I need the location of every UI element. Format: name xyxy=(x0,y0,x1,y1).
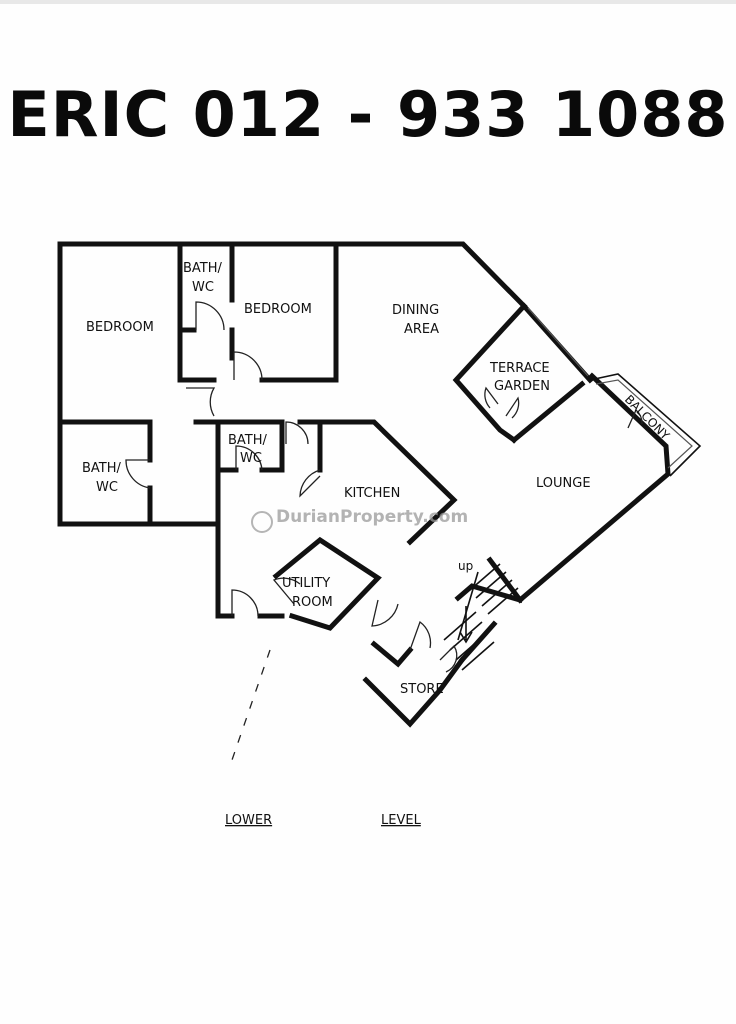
label-bath-left-1: BATH/ xyxy=(82,461,122,476)
top-border xyxy=(0,0,736,4)
label-dining-2: AREA xyxy=(404,322,439,337)
label-utility-2: ROOM xyxy=(292,595,333,610)
watermark: DurianProperty.com xyxy=(251,507,468,533)
caption-level: LEVEL xyxy=(381,813,422,828)
balcony-railing xyxy=(527,307,702,477)
kitchen-walls xyxy=(297,419,458,546)
store-walls xyxy=(362,583,524,728)
door-swings xyxy=(125,301,643,673)
label-bath-left-2: WC xyxy=(96,480,118,495)
label-terrace-1: TERRACE xyxy=(489,361,550,376)
watermark-text: DurianProperty.com xyxy=(276,507,468,527)
mid-bath-walls xyxy=(193,419,285,619)
label-bedroom-middle: BEDROOM xyxy=(244,302,312,317)
label-bedroom-left: BEDROOM xyxy=(86,320,154,335)
contact-headline: ERIC 012 - 933 1088 xyxy=(7,78,729,151)
label-bath-top-2: WC xyxy=(192,280,214,295)
label-bath-mid-2: WC xyxy=(240,451,262,466)
label-dining-1: DINING xyxy=(392,303,439,318)
left-bath-walls xyxy=(57,419,153,527)
label-utility-1: UTILITY xyxy=(282,576,330,591)
label-terrace-2: GARDEN xyxy=(494,379,550,394)
label-lounge: LOUNGE xyxy=(536,476,591,491)
label-stair-up: up xyxy=(458,559,473,573)
utility-walls xyxy=(272,536,382,631)
label-bath-top-1: BATH/ xyxy=(183,261,223,276)
exterior-walls xyxy=(57,241,671,604)
stair-treads xyxy=(443,563,519,671)
dashed-guides xyxy=(231,649,271,761)
bedroom-block-walls xyxy=(177,241,339,383)
room-labels: BEDROOM BATH/ WC BEDROOM DINING AREA TER… xyxy=(82,261,673,697)
watermark-logo-icon xyxy=(251,511,273,533)
label-bath-mid-1: BATH/ xyxy=(228,433,268,448)
level-caption: LOWER LEVEL xyxy=(225,813,422,828)
label-kitchen: KITCHEN xyxy=(344,486,400,501)
caption-lower: LOWER xyxy=(225,813,272,828)
label-store: STORE xyxy=(400,682,444,697)
